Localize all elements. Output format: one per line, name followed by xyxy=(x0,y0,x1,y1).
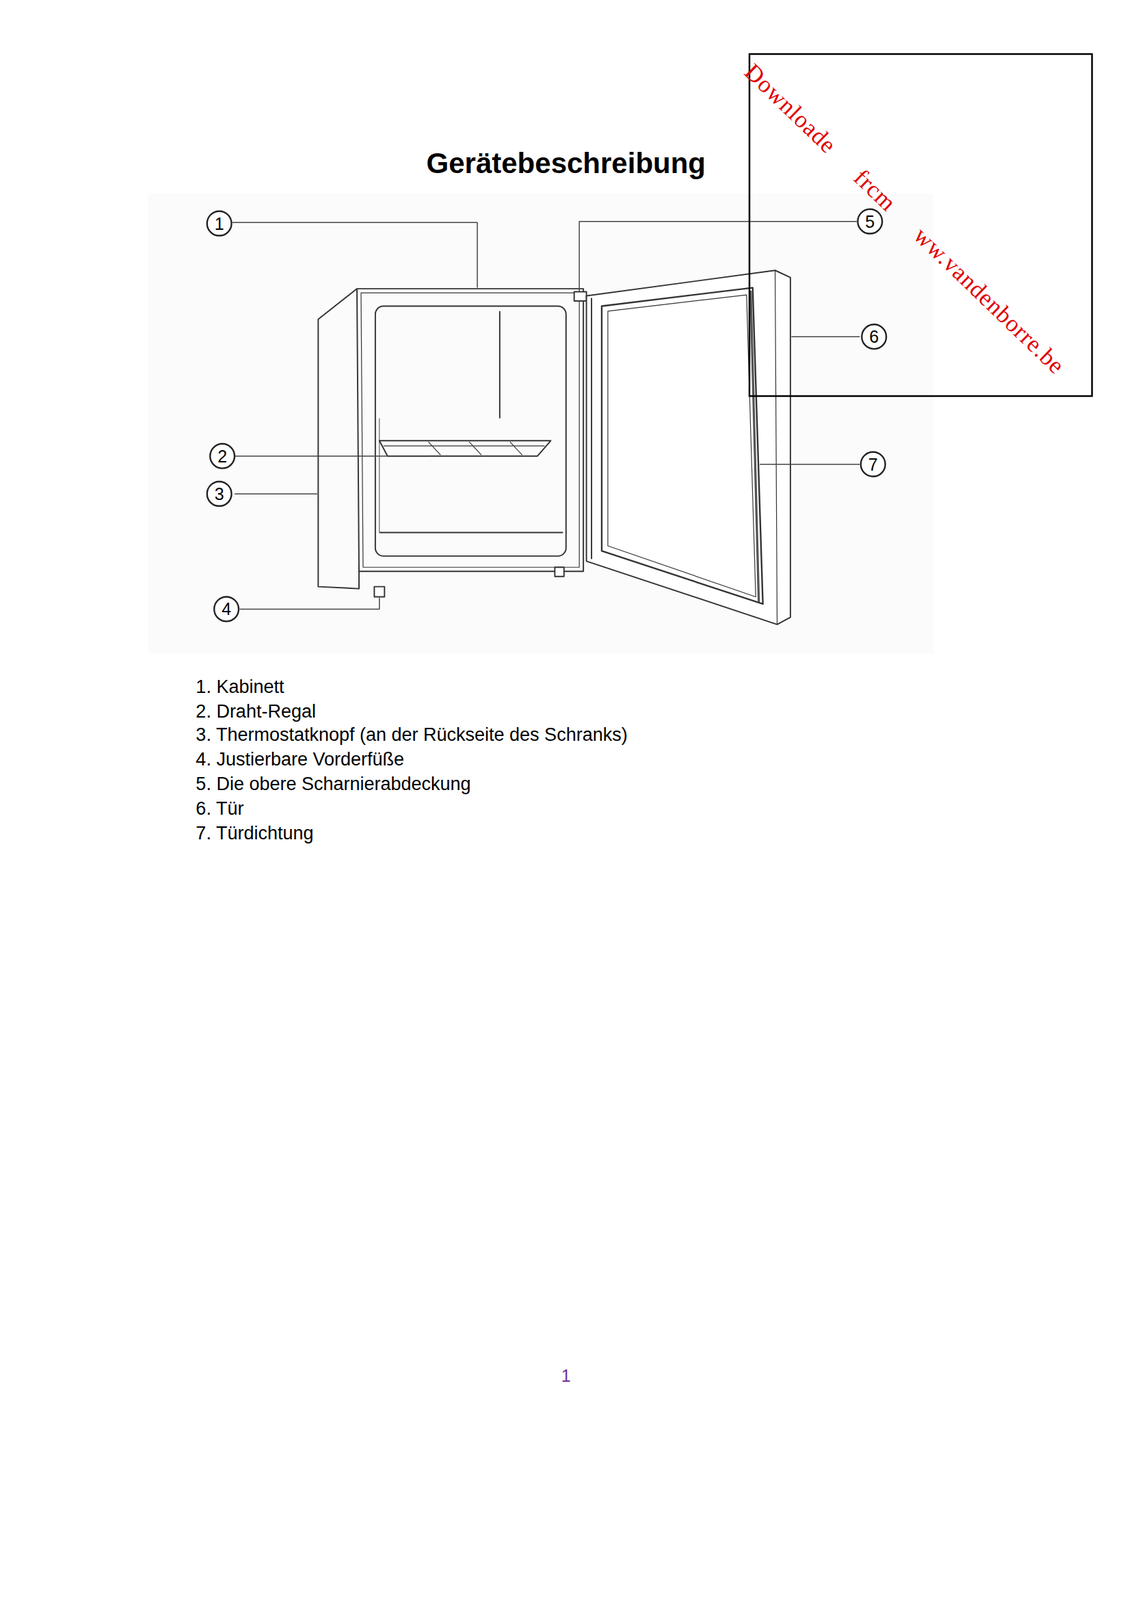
wire-shelf xyxy=(379,440,552,456)
part-list-item: 1. Kabinett xyxy=(195,676,284,698)
cabinet xyxy=(317,288,584,589)
page-title: Gerätebeschreibung xyxy=(426,147,706,180)
front-feet xyxy=(374,566,564,597)
callout-number: 4 xyxy=(221,600,232,618)
hinge-cover xyxy=(574,291,587,301)
part-list-item: 3. Thermostatknopf (an der Rückseite des… xyxy=(195,725,628,747)
callout-number: 7 xyxy=(868,455,878,473)
callout-number: 1 xyxy=(214,214,225,232)
callout-number: 3 xyxy=(214,484,225,502)
leader-lines xyxy=(232,221,860,610)
watermark: Downloade frcm ww.vandenborre.be xyxy=(739,59,1069,379)
part-list-item: 6. Tür xyxy=(195,798,244,820)
part-list-item: 4. Justierbare Vorderfüße xyxy=(195,749,405,770)
illustration-ground xyxy=(147,193,934,654)
callout-number: 2 xyxy=(217,447,228,465)
page-number: 1 xyxy=(561,1366,571,1384)
callout-circles xyxy=(207,209,887,622)
part-list-item: 7. Türdichtung xyxy=(195,823,314,844)
door xyxy=(586,270,791,625)
callout-number: 5 xyxy=(865,212,875,230)
callout-number: 6 xyxy=(869,328,879,346)
part-list-item: 2. Draht-Regal xyxy=(195,701,316,723)
part-list-item: 5. Die obere Scharnierabdeckung xyxy=(195,774,471,795)
